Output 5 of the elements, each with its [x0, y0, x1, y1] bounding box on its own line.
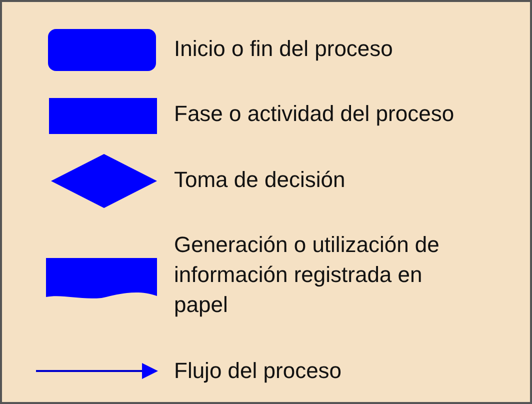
legend-label: Flujo del proceso: [174, 357, 343, 385]
legend-label: Generación o utilización de información registrada en papel: [174, 231, 440, 319]
legend-label: Inicio o fin del proceso: [174, 35, 394, 63]
legend-label: Toma de decisión: [174, 166, 346, 194]
legend-label: Fase o actividad del proceso: [174, 100, 456, 128]
